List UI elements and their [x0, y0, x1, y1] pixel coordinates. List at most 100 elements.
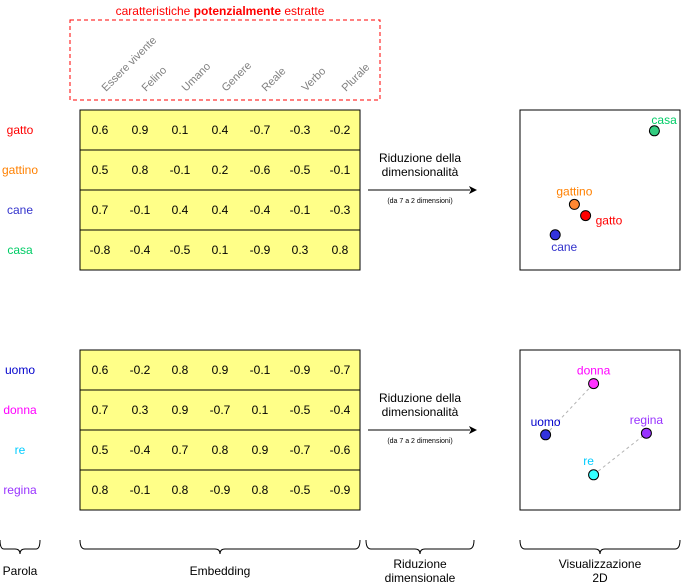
reduction-note: (da 7 a 2 dimensioni) [387, 198, 452, 205]
embedding-value: 0.4 [212, 123, 229, 137]
word-label: regina [3, 483, 37, 497]
point-label: cane [551, 240, 577, 254]
features-title-part: caratteristiche [116, 4, 194, 18]
point-donna [588, 378, 600, 390]
word-label: gatto [7, 123, 34, 137]
embedding-value: 0.8 [132, 163, 149, 177]
embedding-value: -0.1 [130, 483, 151, 497]
embedding-value: 0.7 [172, 443, 189, 457]
point-label: regina [630, 413, 664, 427]
features-title: caratteristiche potenzialmente estratte [116, 4, 325, 18]
embedding-value: -0.1 [290, 203, 311, 217]
embedding-value: 0.3 [292, 243, 309, 257]
embedding-value: 0.8 [172, 363, 189, 377]
embedding-value: 0.8 [212, 443, 229, 457]
footer-visualization-label-line2: 2D [592, 571, 608, 585]
brace-visualization [519, 539, 681, 555]
embedding-value: -0.4 [330, 403, 351, 417]
point-label: gattino [556, 184, 592, 198]
feature-label: Reale [260, 65, 289, 94]
word-label: re [15, 443, 26, 457]
embedding-value: -0.2 [130, 363, 151, 377]
point-casa [648, 125, 660, 137]
footer-reduction-label-line2: dimensionale [385, 571, 456, 585]
footer-visualization-label-line1: Visualizzazione [559, 557, 642, 571]
features-dashed-box [69, 19, 381, 101]
word-label: donna [3, 403, 37, 417]
embedding-value: -0.5 [290, 403, 311, 417]
embedding-value: -0.7 [290, 443, 311, 457]
point-label: uomo [531, 415, 561, 429]
point-gatto [580, 210, 592, 222]
embedding-value: 0.7 [92, 403, 109, 417]
embedding-value: 0.9 [252, 443, 269, 457]
footer-word-label: Parola [3, 564, 38, 578]
embedding-value: 0.9 [172, 403, 189, 417]
embedding-value: 0.9 [132, 123, 149, 137]
embedding-value: -0.2 [330, 123, 351, 137]
embedding-value: 0.8 [92, 483, 109, 497]
embedding-value: -0.7 [210, 403, 231, 417]
embedding-value: -0.5 [290, 163, 311, 177]
embedding-value: -0.1 [170, 163, 191, 177]
feature-label: Verbo [300, 65, 329, 94]
brace-reduction [365, 539, 475, 555]
reduction-label-line2: dimensionalità [382, 165, 459, 179]
word-label: cane [7, 203, 33, 217]
feature-label: Plurale [340, 61, 373, 94]
point-gattino [568, 198, 580, 210]
scatter-plot: donna uomo regina re [519, 349, 681, 511]
embedding-table: 0.6 -0.2 0.8 0.9 -0.1 -0.9 -0.7 0.7 0.3 0.9 -0.7 0.… [79, 349, 361, 511]
point-cane [549, 229, 561, 241]
embedding-value: -0.9 [250, 243, 271, 257]
footer: Parola Embedding Riduzione dimensionale … [0, 539, 681, 585]
point-re [588, 469, 600, 481]
point-label: gatto [596, 214, 623, 228]
features-title-part-bold: potenzialmente [194, 4, 282, 18]
word-label: casa [7, 243, 33, 257]
embedding-value: -0.4 [130, 243, 151, 257]
embedding-value: -0.9 [210, 483, 231, 497]
embedding-value: -0.7 [330, 363, 351, 377]
reduction-note: (da 7 a 2 dimensioni) [387, 438, 452, 445]
word-label: uomo [5, 363, 35, 377]
feature-label: Umano [180, 61, 214, 95]
reduction-label-line1: Riduzione della [379, 391, 461, 405]
footer-embedding-label: Embedding [190, 564, 251, 578]
embedding-value: -0.5 [290, 483, 311, 497]
embedding-value: -0.9 [290, 363, 311, 377]
embedding-value: -0.6 [250, 163, 271, 177]
point-label: re [583, 454, 594, 468]
embedding-value: 0.1 [252, 403, 269, 417]
brace-embedding [79, 539, 361, 555]
embedding-value: 0.5 [92, 443, 109, 457]
embedding-value: -0.8 [90, 243, 111, 257]
point-label: donna [577, 364, 611, 378]
embedding-value: -0.3 [330, 203, 351, 217]
embedding-value: 0.1 [212, 243, 229, 257]
embedding-value: 0.6 [92, 363, 109, 377]
reduction-label-line1: Riduzione della [379, 151, 461, 165]
embedding-value: 0.1 [172, 123, 189, 137]
embedding-value: -0.6 [330, 443, 351, 457]
embedding-value: 0.9 [212, 363, 229, 377]
reduction-arrowhead [469, 426, 477, 434]
reduction-arrowhead [469, 186, 477, 194]
point-uomo [540, 429, 552, 441]
embedding-value: -0.9 [330, 483, 351, 497]
analogy-link [593, 432, 647, 476]
feature-label: Genere [220, 60, 254, 94]
point-label: casa [651, 113, 677, 127]
embedding-value: -0.5 [170, 243, 191, 257]
embedding-value: 0.8 [252, 483, 269, 497]
embedding-value: 0.8 [332, 243, 349, 257]
embedding-value: -0.1 [130, 203, 151, 217]
point-regina [640, 427, 652, 439]
panel-people: uomo donna re regina 0.6 -0.2 0.8 0.9 -0.1 -0.9 -0… [3, 349, 681, 511]
embedding-value: -0.7 [250, 123, 271, 137]
embedding-value: 0.5 [92, 163, 109, 177]
embedding-value: 0.3 [132, 403, 149, 417]
